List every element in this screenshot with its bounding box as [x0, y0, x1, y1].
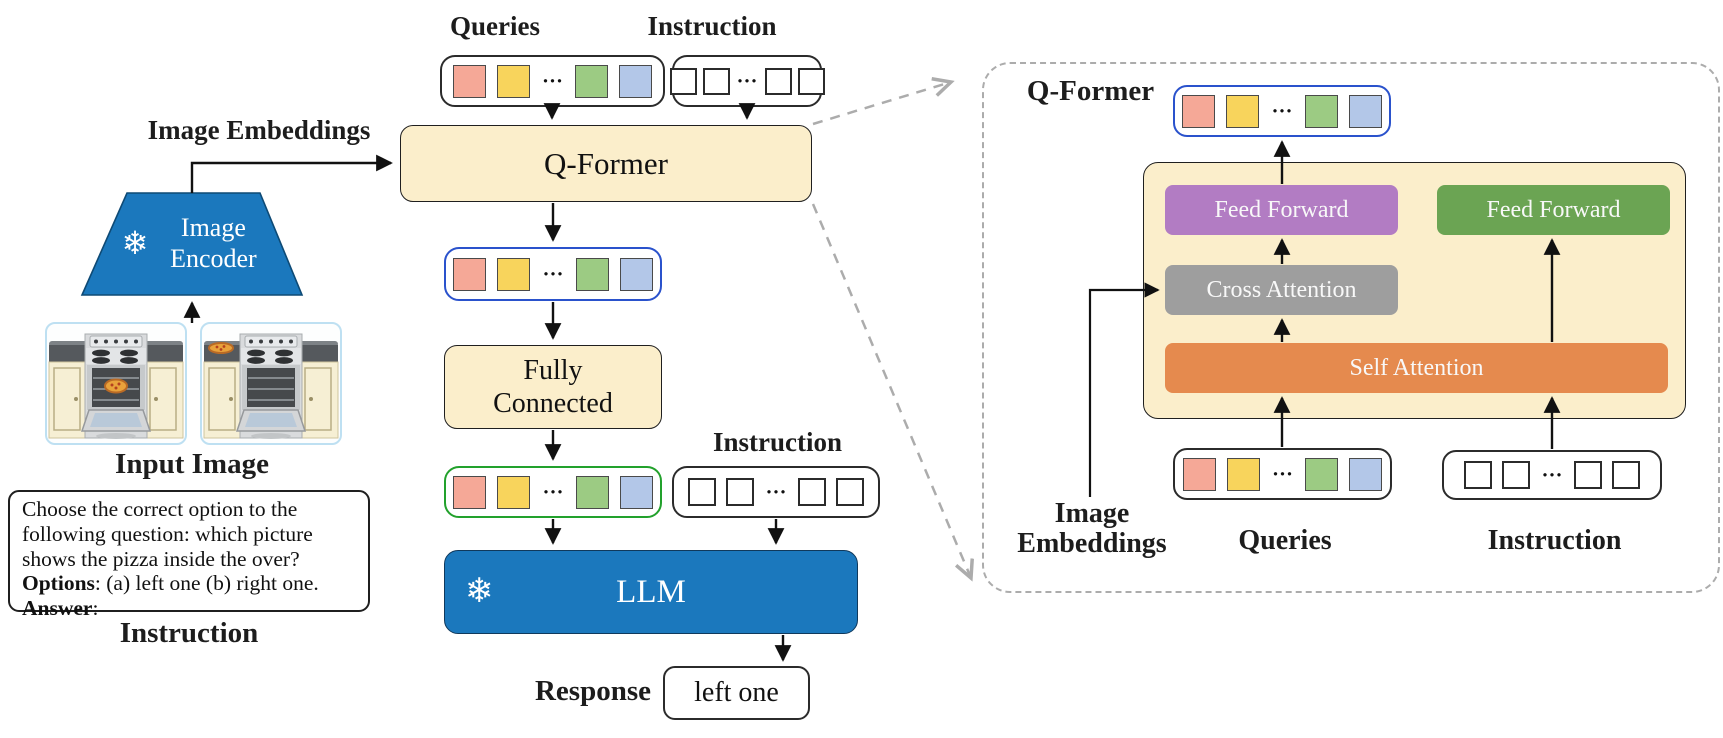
query-token — [497, 475, 531, 509]
query-token — [1349, 457, 1382, 491]
query-token — [575, 475, 609, 509]
instruction-token — [835, 478, 864, 506]
queries-label-top: Queries — [450, 11, 540, 41]
query-token — [496, 64, 530, 98]
dashed-arrow-qformer-to-panel-top — [812, 82, 951, 126]
query-tokens: ··· — [446, 249, 660, 299]
instruction-label-top: Instruction — [647, 11, 777, 41]
query-token — [1304, 94, 1338, 128]
query-token — [619, 64, 652, 98]
query-token — [452, 64, 486, 98]
instruction-token — [797, 478, 826, 506]
prompt-answer-text: : — [92, 596, 99, 621]
prompt-options-label: Options — [22, 571, 95, 596]
response-label: Response — [534, 675, 651, 707]
input-image-left — [45, 322, 187, 445]
panel-queries-token-box: ··· — [1173, 448, 1392, 500]
feed-forward-left-box: Feed Forward — [1165, 185, 1398, 235]
instruction-tokens: ··· — [1444, 452, 1660, 498]
feed-forward-right-box: Feed Forward — [1437, 185, 1670, 235]
ellipsis-dots: ··· — [541, 68, 563, 93]
snowflake-icon: ❄ — [121, 225, 149, 262]
prompt-options-text: : (a) left one (b) right one. — [94, 571, 319, 596]
input-image-label: Input Image — [115, 448, 269, 480]
query-tokens: ··· — [1175, 450, 1390, 498]
fully-connected-box: Fully Connected — [444, 345, 662, 429]
query-token — [575, 257, 609, 291]
ellipsis-dots: ··· — [765, 479, 787, 504]
query-tokens: ··· — [1175, 87, 1389, 135]
image-encoder-label: Image Encoder — [170, 213, 257, 274]
panel-output-token-box: ··· — [1173, 85, 1391, 137]
query-tokens: ··· — [446, 468, 660, 516]
instruction-caption: Instruction — [119, 617, 259, 649]
llm-box: ❄ LLM — [444, 550, 858, 634]
dashed-arrow-qformer-to-panel-bottom — [811, 203, 971, 578]
qformer-box: Q-Former — [400, 125, 812, 202]
instruction-token-box-mid: ··· — [672, 466, 880, 518]
query-token — [1182, 457, 1216, 491]
instruction-token — [669, 67, 697, 95]
instruction-token — [1611, 461, 1640, 489]
instruction-token — [1573, 461, 1602, 489]
instruction-token — [1502, 461, 1531, 489]
query-token — [1226, 94, 1260, 128]
instruction-token — [764, 67, 792, 95]
ellipsis-dots: ··· — [1271, 98, 1293, 123]
fc-output-token-box: ··· — [444, 466, 662, 518]
input-image-right — [200, 322, 342, 445]
query-token — [1305, 457, 1338, 491]
instruction-tokens: ··· — [669, 57, 825, 105]
instruction-prompt-box: Choose the correct option to the followi… — [8, 490, 370, 620]
prompt-line-3: shows the pizza inside the over? — [22, 546, 300, 571]
ellipsis-dots: ··· — [1271, 461, 1293, 486]
prompt-answer-label: Answer — [22, 596, 93, 621]
cross-attention-box: Cross Attention — [1165, 265, 1398, 315]
query-tokens: ··· — [442, 57, 663, 105]
llm-label: LLM — [616, 573, 686, 610]
instruction-token — [1464, 461, 1493, 489]
query-token — [619, 475, 653, 509]
ellipsis-dots: ··· — [1541, 462, 1563, 487]
ellipsis-dots: ··· — [542, 261, 564, 286]
qformer-detail-panel — [982, 62, 1720, 593]
query-token — [497, 257, 531, 291]
self-attention-box: Self Attention — [1165, 343, 1668, 393]
panel-queries-label: Queries — [1238, 525, 1332, 556]
query-token — [619, 257, 653, 291]
image-encoder: ❄ Image Encoder — [100, 212, 290, 274]
prompt-line-2: following question: which picture — [22, 521, 313, 546]
ellipsis-dots: ··· — [542, 479, 564, 504]
snowflake-icon: ❄ — [465, 573, 494, 610]
queries-token-box-top: ··· — [440, 55, 665, 107]
panel-image-embeddings-label: Image Embeddings — [1017, 498, 1167, 560]
panel-title: Q-Former — [1026, 75, 1155, 107]
query-token — [1182, 94, 1216, 128]
fully-connected-label: Fully Connected — [493, 354, 613, 419]
ellipsis-dots: ··· — [736, 68, 758, 93]
instruction-label-mid: Instruction — [712, 427, 842, 457]
instruction-tokens: ··· — [674, 468, 878, 516]
response-box: left one — [663, 666, 810, 720]
instruction-token — [688, 478, 717, 506]
query-token — [1226, 457, 1260, 491]
prompt-line-1: Choose the correct option to the — [22, 497, 298, 521]
query-token — [453, 475, 487, 509]
arrow-embeddings-to-qformer — [190, 154, 393, 193]
panel-instruction-label: Instruction — [1487, 525, 1622, 556]
instruction-token-box-top: ··· — [669, 55, 825, 107]
panel-instruction-token-box: ··· — [1442, 450, 1662, 500]
query-token — [453, 257, 487, 291]
instruction-token — [726, 478, 755, 506]
instruction-token — [702, 67, 730, 95]
qformer-output-token-box: ··· — [444, 247, 662, 301]
query-token — [1348, 94, 1382, 128]
image-embeddings-label: Image Embeddings — [147, 115, 371, 145]
query-token — [575, 64, 608, 98]
instruction-token — [797, 67, 825, 95]
